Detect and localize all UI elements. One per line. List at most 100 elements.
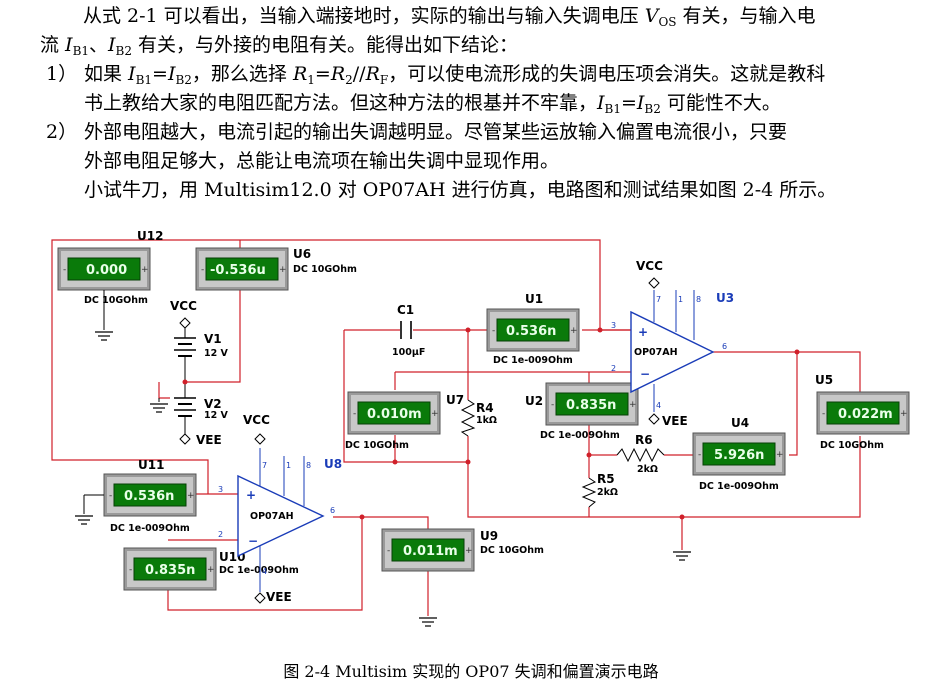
sub-b1: B1 (72, 44, 90, 58)
meter-u7-label: U7 (446, 393, 464, 407)
meter-u2[interactable]: 0.835n U2 DC 1e-009Ohm (525, 382, 639, 441)
meter-u7-value: 0.010m (367, 407, 422, 422)
meter-u5-label: U5 (815, 373, 833, 387)
meter-u7[interactable]: 0.010m U7 DC 10GOhm (345, 391, 464, 451)
svg-text:6: 6 (722, 342, 727, 351)
svg-text:4: 4 (262, 567, 267, 576)
meter-u10-value: 0.835n (145, 563, 195, 578)
meter-u9-value: 0.011m (403, 544, 458, 559)
svg-text:3: 3 (218, 485, 223, 494)
svg-text:1: 1 (286, 461, 291, 470)
meter-u9[interactable]: 0.011m U9 DC 10GOhm (381, 528, 544, 627)
text-segment: 从式 2-1 可以看出，当输入端接地时，实际的输出与输入失调电压 (83, 5, 645, 27)
svg-text:8: 8 (306, 461, 311, 470)
svg-text:8: 8 (696, 295, 701, 304)
resistor-r4: R4 1kΩ (460, 399, 497, 437)
meter-u4-mode: DC 1e-009Ohm (699, 481, 779, 492)
meter-u11[interactable]: 0.536n U11 DC 1e-009Ohm (74, 458, 197, 534)
r5-label: R5 (597, 472, 615, 486)
meter-u2-label: U2 (525, 394, 543, 408)
meter-u6-value: -0.536u (210, 263, 266, 278)
vee-label: VEE (196, 433, 222, 447)
meter-u10[interactable]: 0.835n U10 DC 1e-009Ohm (123, 547, 299, 591)
resistor-r5: R5 2kΩ (581, 472, 618, 508)
meter-u9-label: U9 (480, 529, 498, 543)
resistor-r6: R6 2kΩ (616, 433, 665, 475)
r5-value: 2kΩ (597, 487, 618, 498)
var-ib2: I (108, 34, 116, 56)
meter-u12-value: 0.000 (86, 263, 127, 278)
text-segment: 有关，与外接的电阻有关。能得出如下结论： (132, 34, 519, 56)
meter-u1-value: 0.536n (506, 324, 556, 339)
meter-u12-label: U12 (137, 229, 163, 243)
svg-text:7: 7 (262, 461, 267, 470)
svg-text:1: 1 (678, 295, 683, 304)
meter-u6-mode: DC 10GOhm (293, 264, 357, 275)
sub-b2: B2 (115, 44, 132, 58)
paragraph-line-1: 从式 2-1 可以看出，当输入端接地时，实际的输出与输入失调电压 VOS 有关，… (40, 2, 816, 31)
u8-label: U8 (324, 457, 342, 471)
sub-os: OS (658, 15, 677, 29)
svg-text:−: − (640, 367, 650, 381)
wires (51, 239, 861, 616)
text-segment: 、 (89, 34, 109, 56)
v1-value: 12 V (204, 348, 229, 359)
r4-value: 1kΩ (476, 415, 497, 426)
meter-u1-label: U1 (525, 292, 543, 306)
meter-u7-mode: DC 10GOhm (345, 440, 409, 451)
text-segment: 流 (40, 34, 66, 56)
list-number-1: 1） (46, 63, 78, 85)
svg-text:7: 7 (656, 295, 661, 304)
u8-vcc-label: VCC (243, 413, 270, 427)
meter-u11-value: 0.536n (124, 489, 174, 504)
meter-u5-mode: DC 10GOhm (820, 440, 884, 451)
u3-label: U3 (716, 291, 734, 305)
junctions (182, 327, 800, 520)
text-segment: ，那么选择 (191, 63, 293, 85)
meter-u1[interactable]: 0.536n U1 DC 1e-009Ohm (486, 292, 580, 366)
c1-label: C1 (397, 303, 414, 317)
meter-u6[interactable]: -0.536u U6 DC 10GOhm (195, 247, 357, 291)
capacitor-c1: C1 100μF (392, 303, 425, 358)
meter-u4-label: U4 (731, 416, 749, 430)
v1-label: V1 (204, 332, 222, 346)
figure-caption: 图 2-4 Multisim 实现的 OP07 失调和偏置演示电路 (283, 662, 659, 681)
text-segment: 有关，与输入电 (676, 5, 816, 27)
var-vos: V (644, 5, 659, 27)
u8-vee-label: VEE (266, 590, 292, 604)
text-segment: 可能性不大。 (666, 92, 781, 114)
meter-u6-label: U6 (293, 247, 311, 261)
meter-u12[interactable]: 0.000 U12 DC 10GOhm (57, 229, 163, 341)
meter-u2-mode: DC 1e-009Ohm (540, 430, 620, 441)
r6-value: 2kΩ (637, 464, 658, 475)
text-segment: ，可以使电流形成的失调电压项会消失。这就是教科 (388, 63, 826, 85)
meter-u5[interactable]: 0.022m U5 DC 10GOhm (815, 373, 910, 451)
v2-label: V2 (204, 397, 222, 411)
meter-u5-value: 0.022m (838, 407, 893, 422)
meter-u4-value: 5.926n (714, 448, 764, 463)
svg-text:+: + (246, 488, 256, 502)
u3-vcc-label: VCC (636, 259, 663, 273)
meter-u11-label: U11 (138, 458, 164, 472)
list-number-2: 2） (46, 121, 78, 143)
list-item-2-line-1: 外部电阻越大，电流引起的输出失调越明显。尽管某些运放输入偏置电流很小，只要 (84, 121, 788, 143)
r4-label: R4 (476, 401, 494, 415)
meter-u11-mode: DC 1e-009Ohm (110, 523, 190, 534)
paragraph-simulation: 小试牛刀，用 Multisim12.0 对 OP07AH 进行仿真，电路图和测试… (84, 179, 837, 201)
vcc-label: VCC (170, 299, 197, 313)
meter-u2-value: 0.835n (566, 398, 616, 413)
svg-text:3: 3 (611, 321, 616, 330)
meter-u4[interactable]: 5.926n U4 DC 1e-009Ohm (692, 416, 786, 492)
meter-u9-mode: DC 10GOhm (480, 545, 544, 556)
text-segment: 如果 (84, 63, 129, 85)
u3-part: OP07AH (634, 347, 678, 358)
var-ib1: I (65, 34, 73, 56)
meter-u12-mode: DC 10GOhm (84, 295, 148, 306)
r6-label: R6 (635, 433, 653, 447)
svg-text:−: − (248, 534, 258, 548)
u8-part: OP07AH (250, 511, 294, 522)
u3-vee-label: VEE (662, 414, 688, 428)
meter-u10-mode: DC 1e-009Ohm (219, 565, 299, 576)
